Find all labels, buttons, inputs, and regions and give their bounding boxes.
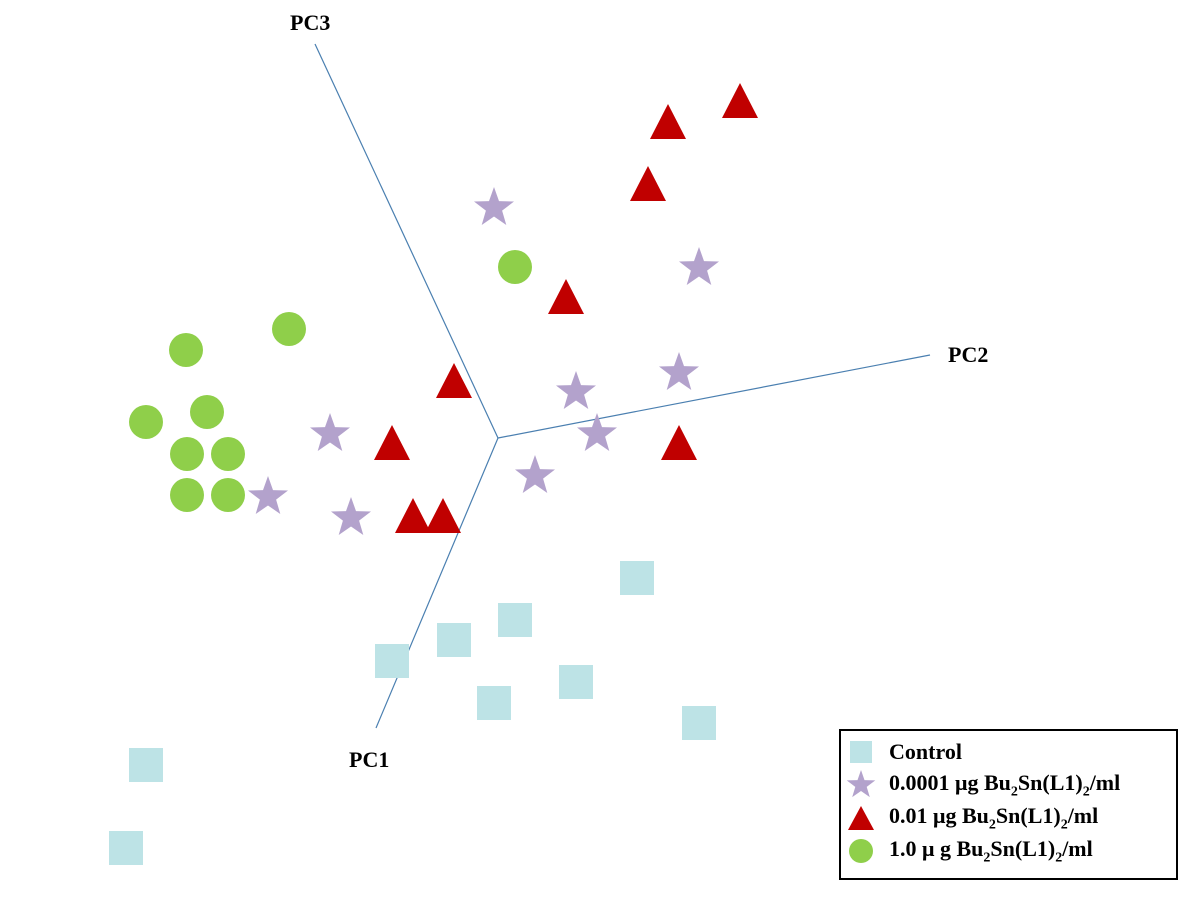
point-triangle-7 bbox=[661, 425, 697, 460]
point-triangle-2 bbox=[650, 104, 686, 139]
triangle-icon bbox=[841, 803, 881, 833]
pc3-axis-line bbox=[314, 43, 499, 439]
pc3-axis-label: PC3 bbox=[290, 10, 330, 35]
square-icon bbox=[841, 737, 881, 767]
point-triangle-9 bbox=[425, 498, 461, 533]
legend-label-0.01: 0.01 μg Bu2Sn(L1)2/ml bbox=[889, 802, 1099, 833]
point-square-5 bbox=[559, 665, 593, 699]
legend-label-control: Control bbox=[889, 739, 962, 764]
point-circle-1 bbox=[498, 250, 532, 284]
point-star-8 bbox=[248, 476, 288, 514]
point-triangle-8 bbox=[395, 498, 431, 533]
point-circle-4 bbox=[190, 395, 224, 429]
star-icon bbox=[841, 770, 881, 800]
pc2-axis-label: PC2 bbox=[948, 342, 988, 367]
legend-label-0.0001: 0.0001 μg Bu2Sn(L1)2/ml bbox=[889, 769, 1121, 800]
point-star-3 bbox=[659, 352, 699, 390]
point-star-1 bbox=[474, 187, 514, 225]
point-square-2 bbox=[498, 603, 532, 637]
point-triangle-1 bbox=[722, 83, 758, 118]
point-triangle-5 bbox=[436, 363, 472, 398]
point-triangle-3 bbox=[630, 166, 666, 201]
point-star-9 bbox=[331, 497, 371, 535]
pc1-axis-line bbox=[375, 437, 499, 729]
circle-icon bbox=[841, 836, 881, 866]
point-triangle-4 bbox=[548, 279, 584, 314]
point-circle-2 bbox=[272, 312, 306, 346]
point-star-4 bbox=[556, 371, 596, 409]
legend-label-1.0: 1.0 μ g Bu2Sn(L1)2/ml bbox=[889, 835, 1093, 866]
legend-entry-1.0: 1.0 μ g Bu2Sn(L1)2/ml bbox=[841, 836, 1093, 866]
data-points-group bbox=[109, 83, 758, 865]
point-square-9 bbox=[109, 831, 143, 865]
point-circle-9 bbox=[211, 478, 245, 512]
point-star-5 bbox=[577, 413, 617, 451]
point-square-1 bbox=[620, 561, 654, 595]
axes-group: PC3 PC2 PC1 bbox=[290, 10, 988, 772]
point-circle-8 bbox=[170, 478, 204, 512]
legend-entry-0.01: 0.01 μg Bu2Sn(L1)2/ml bbox=[841, 803, 1098, 833]
point-square-7 bbox=[682, 706, 716, 740]
point-circle-3 bbox=[169, 333, 203, 367]
point-star-6 bbox=[310, 413, 350, 451]
legend: Control 0.0001 μg Bu2Sn(L1)2/ml 0.01 μg … bbox=[839, 729, 1178, 880]
point-circle-5 bbox=[129, 405, 163, 439]
point-circle-7 bbox=[211, 437, 245, 471]
legend-entry-0.0001: 0.0001 μg Bu2Sn(L1)2/ml bbox=[841, 770, 1120, 800]
point-star-2 bbox=[679, 247, 719, 285]
point-circle-6 bbox=[170, 437, 204, 471]
point-square-8 bbox=[129, 748, 163, 782]
legend-entry-control: Control bbox=[841, 737, 962, 767]
point-square-4 bbox=[375, 644, 409, 678]
pc1-axis-label: PC1 bbox=[349, 747, 389, 772]
pc2-axis-line bbox=[497, 354, 931, 439]
point-square-6 bbox=[477, 686, 511, 720]
point-triangle-6 bbox=[374, 425, 410, 460]
point-square-3 bbox=[437, 623, 471, 657]
point-star-7 bbox=[515, 455, 555, 493]
